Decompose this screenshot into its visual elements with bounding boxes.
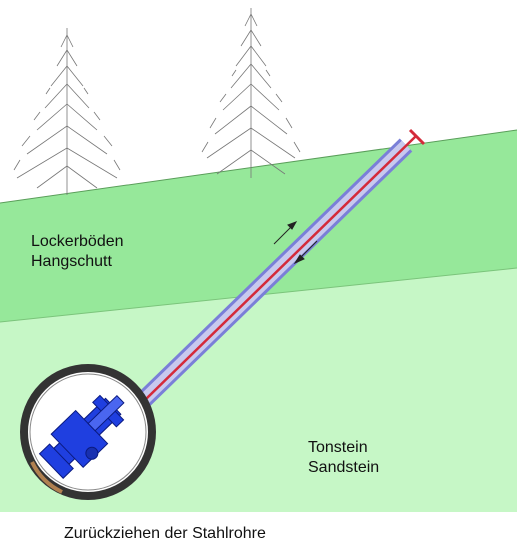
rock-layer-label-line1: Tonstein [308,439,368,456]
terrain-surface-line [0,129,517,204]
spruce-tree-right [201,8,301,178]
figure-caption: Zurückziehen der Stahlrohre [64,525,266,542]
machine-rear-block [38,443,74,479]
rock-layer-label: Tonstein Sandstein [308,438,379,478]
machine-motor [85,446,99,460]
soil-layer-label: Lockerböden Hangschutt [31,232,124,272]
direction-arrows [273,221,318,265]
spruce-tree-left [13,28,121,195]
steel-rod-end-cap [408,128,426,146]
rock-layer-label-line2: Sandstein [308,459,380,476]
drilling-cross-section [0,8,517,512]
machine-guide-rail [87,395,125,432]
loose-soil-layer [0,130,517,322]
shaft-bottom-sediment [30,461,63,494]
drilling-machine [38,394,125,479]
steel-rod-core [109,135,417,435]
soil-layer-label-line1: Lockerböden [31,233,124,250]
soil-layer-label-line2: Hangschutt [31,253,112,270]
